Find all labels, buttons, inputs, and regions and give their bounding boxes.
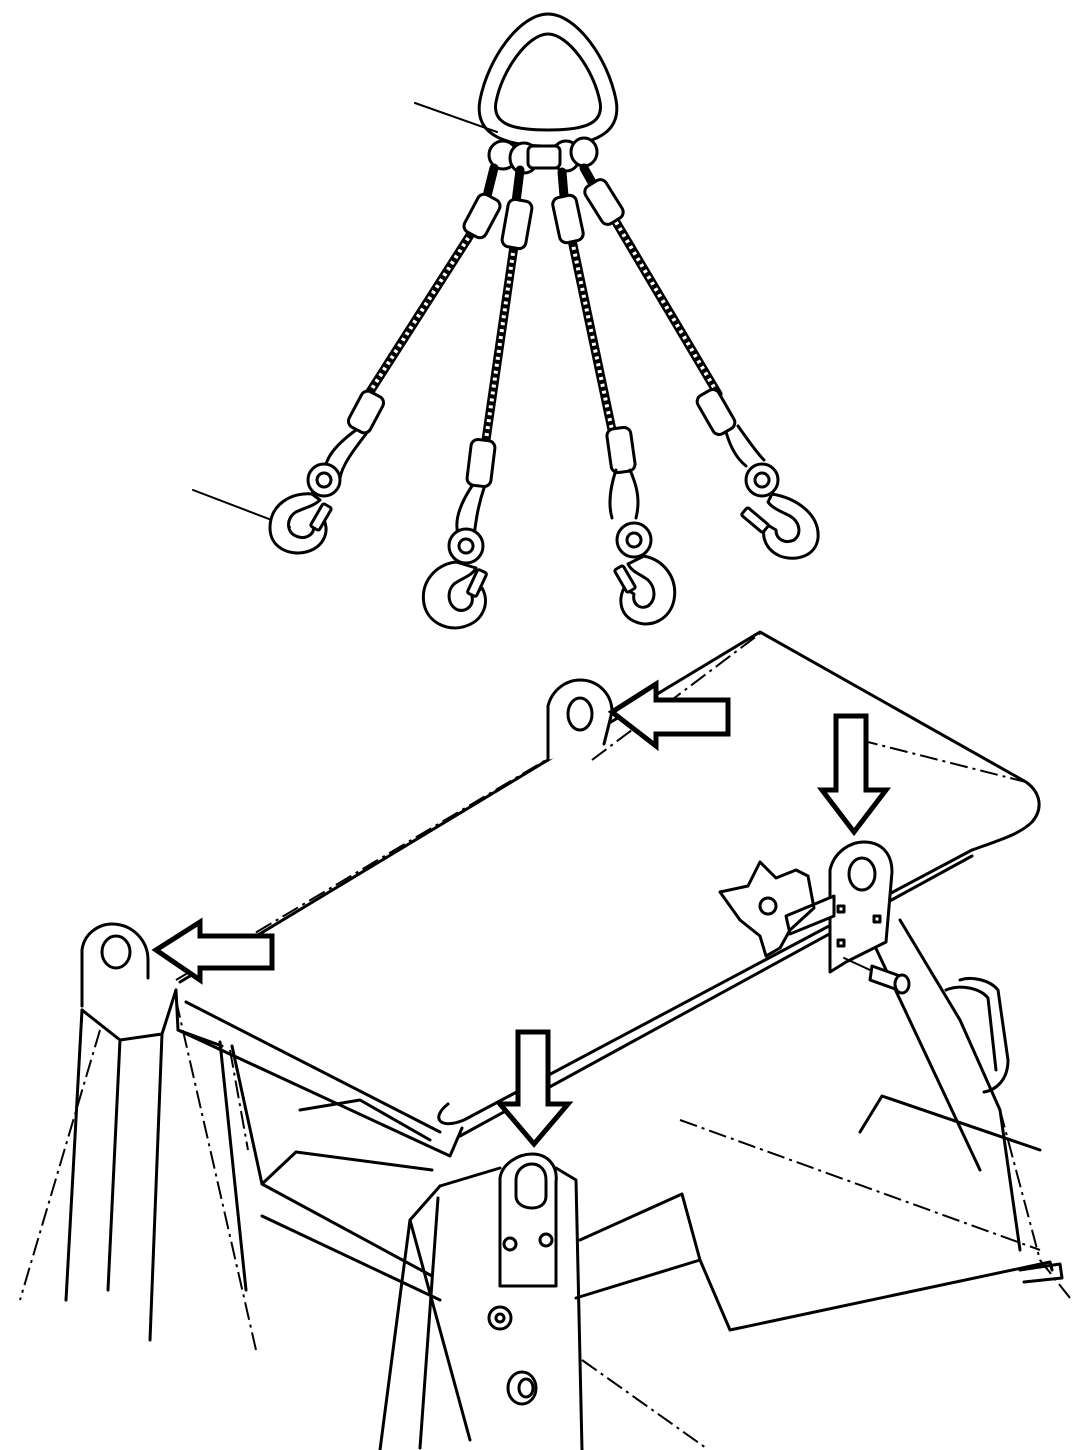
mounting-bolt: [843, 957, 911, 995]
canopy-top-panel: [178, 630, 1041, 1126]
lifting-eye-rear: [546, 678, 614, 762]
hook-4: [740, 462, 820, 560]
sling-leg-2: [455, 165, 534, 538]
leader-line-ring: [414, 102, 498, 133]
lifting-eye-right: [784, 840, 894, 974]
breakout-detail: [718, 860, 816, 958]
front-post: [378, 1166, 584, 1450]
hook-3: [613, 521, 677, 626]
hidden-line-4: [229, 1049, 249, 1151]
hidden-line-1: [591, 631, 763, 761]
sling-assembly: [192, 12, 820, 630]
callout-arrow-left: [151, 917, 275, 985]
lifting-eye-left: [80, 922, 150, 1008]
left-post: [19, 988, 257, 1351]
sling-leg-1: [323, 163, 502, 480]
hook-2: [421, 527, 488, 630]
lifting-ring: [477, 12, 619, 148]
hook-1: [268, 462, 342, 555]
front-beam: [174, 988, 464, 1158]
sling-leg-3: [551, 167, 640, 520]
callout-arrow-front: [494, 1029, 574, 1148]
lifting-eye-front: [498, 1152, 558, 1288]
callout-arrow-rear: [607, 679, 731, 752]
hidden-line-2: [859, 739, 1027, 783]
callout-arrow-right: [816, 713, 892, 837]
sling-gather-loops: [487, 136, 599, 175]
sling-leg-4: [579, 163, 766, 468]
rear-structure: [218, 918, 1071, 1449]
